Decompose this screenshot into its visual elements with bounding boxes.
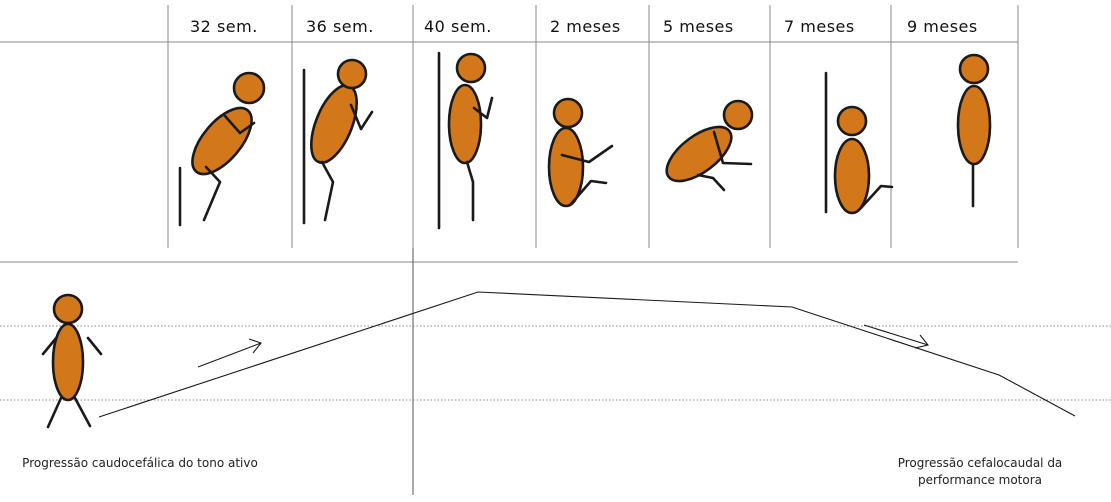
stage-table [0, 5, 1019, 263]
stage-label-7-months: 7 meses [784, 17, 855, 36]
stage-label-32-weeks: 32 sem. [190, 17, 258, 36]
tone-progression-curve [98, 291, 1076, 418]
stage-label-9-months: 9 meses [907, 17, 978, 36]
figure-40-weeks [437, 51, 494, 230]
stage-label-40-weeks: 40 sem. [424, 17, 492, 36]
reference-lines [0, 325, 1111, 401]
figure-5-months [665, 99, 754, 192]
figure-2-months [547, 97, 614, 208]
stage-header: 32 sem. 36 sem. 40 sem. 2 meses 5 meses … [190, 17, 978, 36]
figure-7-months [824, 71, 894, 215]
figure-9-months [956, 53, 992, 208]
caption-cephalocaudal-progression: Progressão cefalocaudal da performance m… [897, 456, 1063, 487]
stage-label-36-weeks: 36 sem. [306, 17, 374, 36]
caudocephalic-arrow [197, 338, 262, 368]
figure-36-weeks [302, 58, 374, 225]
cephalocaudal-arrow [863, 324, 929, 349]
stage-label-5-months: 5 meses [663, 17, 734, 36]
stage-label-2-months: 2 meses [550, 17, 621, 36]
caption-caudocephalic-progression: Progressão caudocefálica do tono ativo [22, 456, 258, 470]
standing-child-figure [41, 293, 103, 429]
figure-32-weeks [178, 71, 266, 227]
